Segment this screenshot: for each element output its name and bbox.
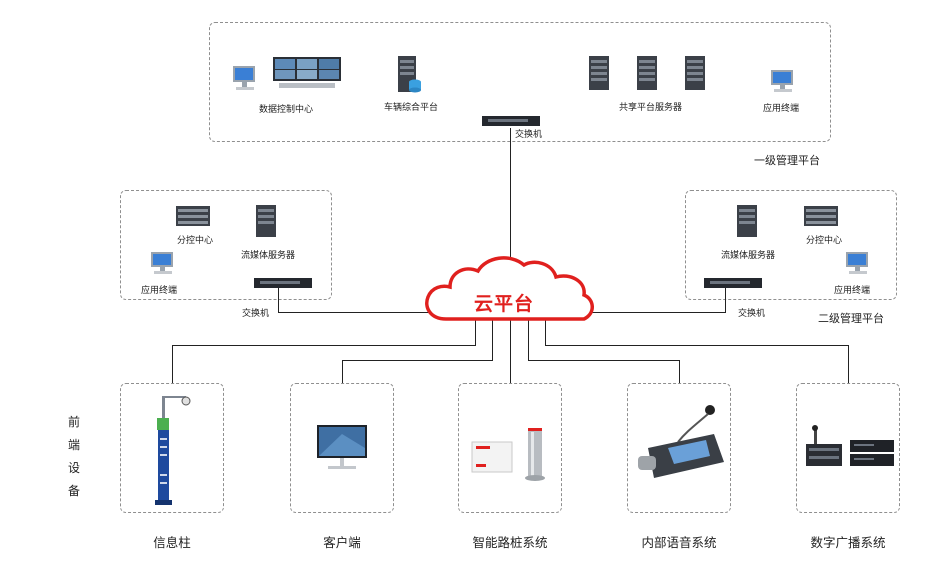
line-l1-switch-down	[510, 128, 511, 268]
device-box-intercom	[627, 383, 731, 513]
info-pillar-icon	[150, 390, 194, 508]
label-right-terminal: 应用终端	[834, 285, 871, 295]
frontend-char: 设	[67, 461, 80, 475]
device-box-info-pillar	[120, 383, 224, 513]
label-right-switch: 交换机	[738, 308, 766, 318]
line-v-2	[342, 360, 343, 383]
label-left-switch: 交换机	[242, 308, 270, 318]
server-icon	[588, 56, 610, 90]
monitor-icon	[843, 250, 873, 276]
device-name-broadcast: 数字广播系统	[810, 536, 886, 550]
desktop-monitor-icon	[316, 424, 368, 472]
device-name-client: 客户端	[323, 536, 361, 550]
server-icon	[684, 56, 706, 90]
line-h-1	[172, 345, 476, 346]
line-h-5	[545, 345, 849, 346]
frontend-char: 备	[67, 484, 80, 498]
frontend-label: 前 端 设 备	[66, 411, 82, 503]
line-drop-4	[528, 318, 529, 360]
level2-right-box	[685, 190, 897, 300]
line-h-2	[342, 360, 493, 361]
frontend-char: 前	[67, 415, 80, 429]
frontend-char: 端	[67, 438, 80, 452]
monitor-icon	[230, 64, 260, 92]
line-v-5	[848, 345, 849, 383]
label-vehicle-platform: 车辆综合平台	[384, 102, 439, 112]
switch-icon	[482, 114, 540, 128]
label-left-media-server: 流媒体服务器	[241, 250, 296, 260]
rack-server-icon	[176, 206, 210, 226]
bollard-system-icon	[470, 424, 550, 482]
server-icon	[636, 56, 658, 90]
label-data-center: 数据控制中心	[259, 104, 314, 114]
rack-server-icon	[804, 206, 838, 226]
line-v-4	[679, 360, 680, 383]
level2-title: 二级管理平台	[818, 313, 884, 325]
label-left-branch: 分控中心	[177, 235, 214, 245]
device-name-info-pillar: 信息柱	[153, 536, 191, 550]
switch-icon	[254, 276, 312, 290]
broadcast-icon	[802, 420, 898, 476]
monitor-icon	[768, 68, 798, 94]
label-l1-switch: 交换机	[515, 129, 543, 139]
device-box-bollard	[458, 383, 562, 513]
level1-platform-box	[209, 22, 831, 142]
label-right-branch: 分控中心	[806, 235, 843, 245]
server-db-icon	[396, 56, 422, 94]
server-icon	[737, 205, 757, 237]
cloud-label: 云平台	[474, 294, 535, 315]
monitor-icon	[148, 250, 178, 276]
line-h-4	[528, 360, 680, 361]
server-icon	[256, 205, 276, 237]
cloud-icon	[424, 255, 596, 325]
line-v-1	[172, 345, 173, 383]
label-right-media-server: 流媒体服务器	[721, 250, 776, 260]
line-drop-3	[510, 318, 511, 383]
line-drop-5	[545, 318, 546, 345]
label-left-terminal: 应用终端	[141, 285, 178, 295]
video-wall-icon	[273, 57, 341, 89]
device-name-bollard: 智能路桩系统	[472, 536, 548, 550]
device-box-broadcast	[796, 383, 900, 513]
level1-title: 一级管理平台	[754, 155, 820, 167]
line-drop-1	[475, 318, 476, 345]
switch-icon	[704, 276, 762, 290]
line-right-to-cloud	[585, 312, 726, 313]
device-box-client	[290, 383, 394, 513]
line-drop-2	[492, 318, 493, 360]
intercom-icon	[634, 402, 724, 480]
device-name-intercom: 内部语音系统	[641, 536, 717, 550]
line-left-to-cloud	[278, 312, 436, 313]
label-shared-servers: 共享平台服务器	[619, 102, 683, 112]
line-left-switch-down	[278, 286, 279, 312]
label-l1-terminal: 应用终端	[763, 103, 800, 113]
line-right-switch-down	[725, 286, 726, 312]
level2-left-box	[120, 190, 332, 300]
